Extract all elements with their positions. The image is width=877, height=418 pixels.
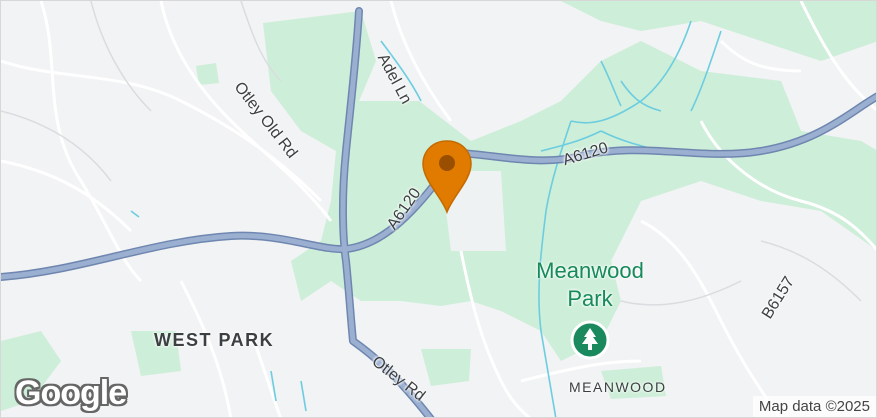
place-label-west-park: WEST PARK	[154, 330, 275, 350]
water-streams	[130, 20, 722, 417]
park-areas	[1, 1, 876, 411]
tree-icon[interactable]	[569, 319, 611, 366]
location-pin-icon[interactable]	[419, 138, 475, 221]
place-label-meanwood-park[interactable]: Meanwood Park	[517, 257, 663, 313]
place-label-meanwood-park-line2: Park	[567, 286, 613, 311]
map-attribution[interactable]: Map data ©2025	[752, 396, 876, 417]
grey-lanes	[1, 1, 862, 306]
google-logo: Google	[15, 374, 127, 412]
place-label-meanwood: MEANWOOD	[569, 379, 667, 395]
place-label-meanwood-park-line1: Meanwood	[536, 258, 644, 283]
